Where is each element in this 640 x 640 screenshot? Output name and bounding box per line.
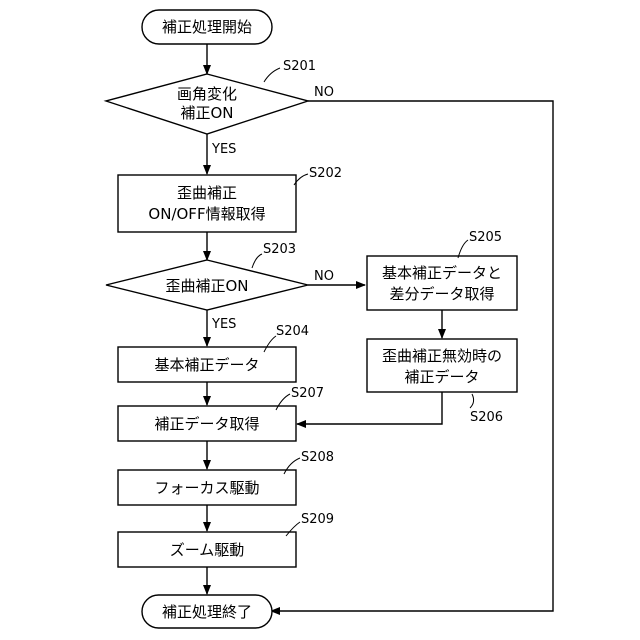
node-s201-label-line2: 補正ON (180, 104, 233, 122)
node-start-label: 補正処理開始 (162, 18, 252, 36)
leader-s206 (470, 394, 474, 408)
node-s209-label: ズーム駆動 (170, 541, 245, 559)
node-end: 補正処理終了 (142, 595, 272, 628)
step-label-s209: S209 (301, 512, 334, 527)
node-s202-label-line1: 歪曲補正 (177, 184, 237, 202)
node-s208-label: フォーカス駆動 (154, 479, 259, 497)
node-s203-decision: 歪曲補正ON (106, 260, 308, 310)
step-label-s204: S204 (276, 324, 309, 339)
node-s204-label: 基本補正データ (154, 356, 259, 374)
branch-label-s203-yes: YES (211, 317, 236, 332)
node-end-label: 補正処理終了 (162, 603, 252, 621)
node-s206-label-line1: 歪曲補正無効時の (382, 347, 502, 365)
node-s201-decision: 画角変化 補正ON (106, 74, 308, 134)
node-s208-process: フォーカス駆動 (118, 470, 296, 505)
branch-label-s203-no: NO (314, 269, 334, 284)
leader-s203 (252, 254, 262, 268)
node-s205-label-line1: 基本補正データと (382, 264, 502, 282)
step-label-s206: S206 (470, 410, 503, 425)
node-s205-process: 基本補正データと 差分データ取得 (367, 256, 517, 310)
edges (207, 44, 553, 611)
node-s202-process: 歪曲補正 ON/OFF情報取得 (118, 175, 296, 232)
branch-label-s201-yes: YES (211, 142, 236, 157)
step-label-s203: S203 (263, 242, 296, 257)
node-s203-label: 歪曲補正ON (165, 277, 248, 295)
leader-s201 (264, 68, 280, 82)
node-start: 補正処理開始 (142, 10, 272, 44)
node-s207-label: 補正データ取得 (154, 415, 259, 433)
node-s204-process: 基本補正データ (118, 347, 296, 382)
step-label-s208: S208 (301, 450, 334, 465)
node-s202-label-line2: ON/OFF情報取得 (148, 205, 265, 223)
branch-label-s201-no: NO (314, 85, 334, 100)
step-label-s205: S205 (469, 230, 502, 245)
node-s205-label-line2: 差分データ取得 (389, 285, 494, 303)
step-label-s201: S201 (283, 59, 316, 74)
step-label-s207: S207 (291, 386, 324, 401)
node-s206-label-line2: 補正データ (404, 368, 479, 386)
node-s206-process: 歪曲補正無効時の 補正データ (367, 339, 517, 392)
step-label-s202: S202 (309, 166, 342, 181)
node-s207-process: 補正データ取得 (118, 406, 296, 441)
node-s201-label-line1: 画角変化 (177, 85, 237, 103)
node-s209-process: ズーム駆動 (118, 532, 296, 567)
